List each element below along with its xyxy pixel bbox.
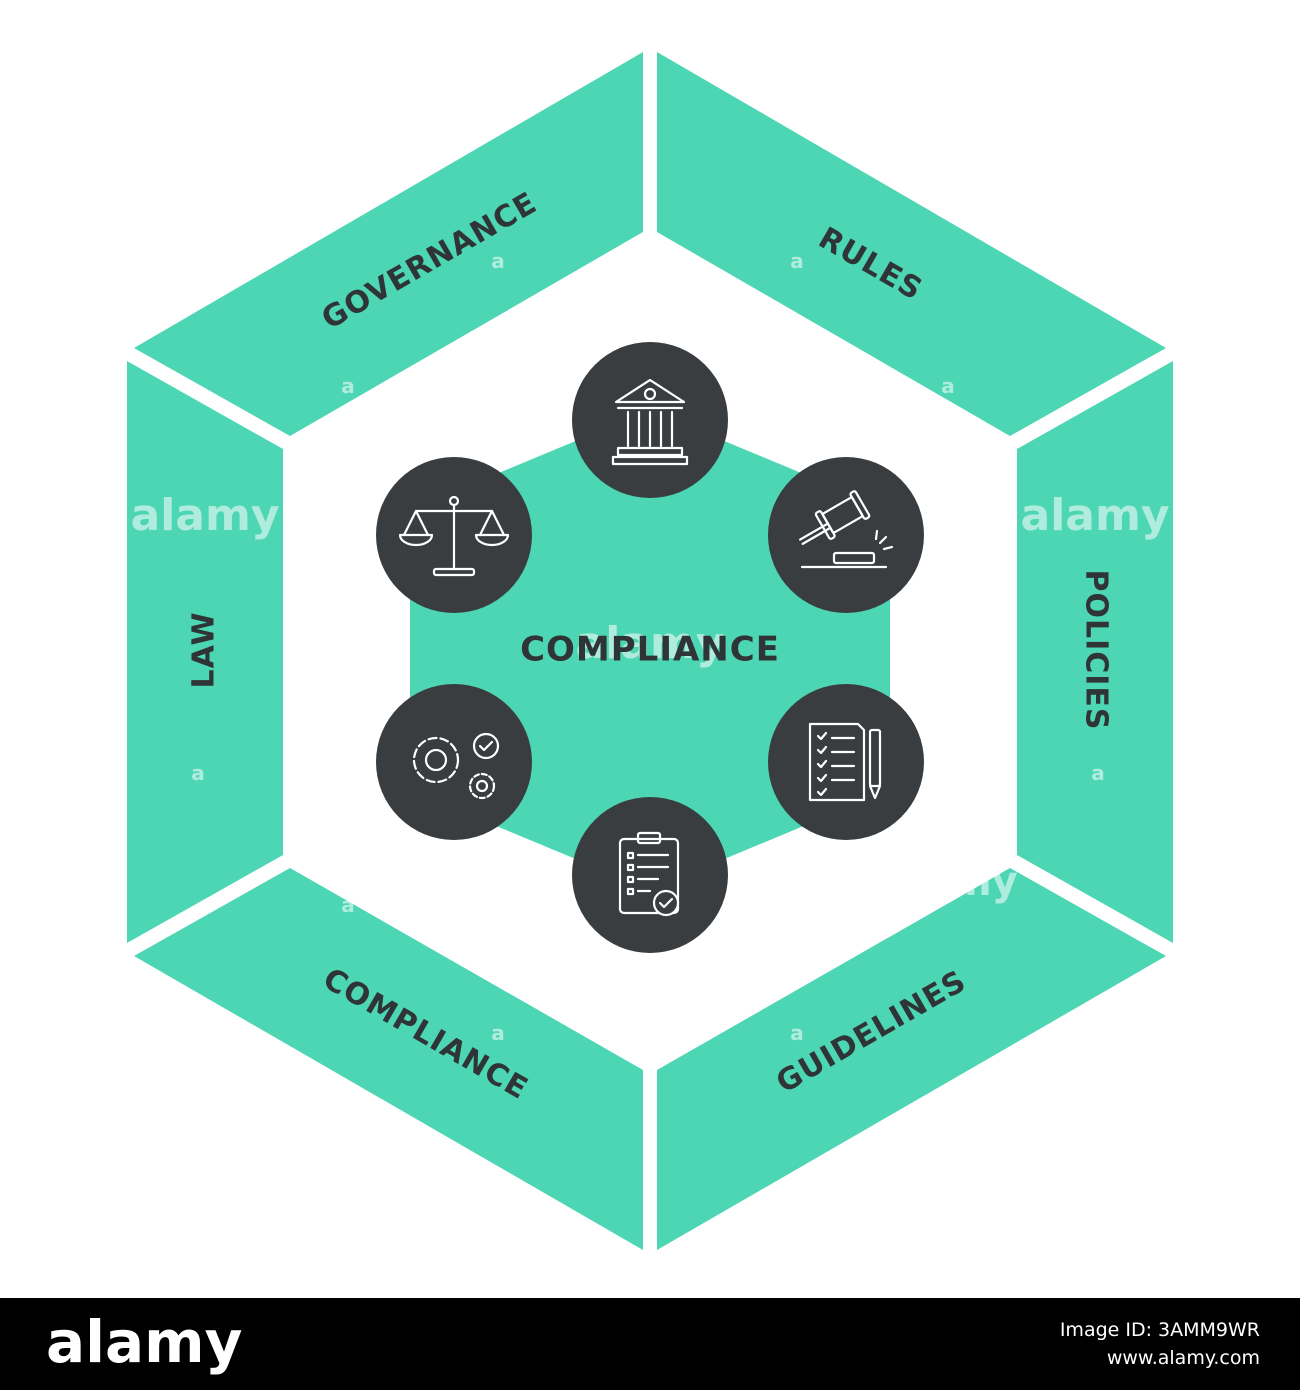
- watermark-mark: a: [341, 374, 355, 398]
- footer-bar: alamy Image ID: 3AMM9WR www.alamy.com: [0, 1298, 1300, 1390]
- segment-label-law: LAW: [187, 611, 222, 688]
- watermark-mark: a: [491, 249, 505, 273]
- watermark-text: alamy: [1021, 490, 1170, 541]
- watermark-mark: a: [790, 1021, 804, 1045]
- watermarks: alamy alamy alamy alamy a a a a a a a a …: [131, 249, 1170, 1045]
- segment-compliance: [134, 868, 643, 1250]
- segment-law: [127, 361, 283, 943]
- watermark-text: alamy: [131, 490, 280, 541]
- watermark-mark: a: [191, 761, 205, 785]
- gavel-icon: [768, 457, 924, 613]
- gears-check-icon: [376, 684, 532, 840]
- segment-policies: [1017, 361, 1173, 943]
- scales-of-justice-icon: [376, 457, 532, 613]
- clipboard-check-icon: [572, 797, 728, 953]
- footer-image-id: Image ID: 3AMM9WR: [1060, 1319, 1260, 1341]
- segment-label-policies: POLICIES: [1079, 569, 1114, 730]
- watermark-text: alamy: [882, 859, 1017, 905]
- segment-guidelines: [657, 868, 1166, 1250]
- center-label: COMPLIANCE: [520, 630, 780, 670]
- segment-governance: [134, 52, 643, 436]
- watermark-text: alamy: [576, 618, 725, 669]
- bank-building-icon: [572, 342, 728, 498]
- segment-rules: [657, 52, 1166, 436]
- outer-hexagon: [127, 52, 1173, 1250]
- watermark-mark: a: [1091, 761, 1105, 785]
- checklist-pencil-icon: [768, 684, 924, 840]
- footer-site: www.alamy.com: [1107, 1347, 1260, 1369]
- footer-logo: alamy: [46, 1308, 242, 1376]
- watermark-mark: a: [941, 374, 955, 398]
- watermark-mark: a: [491, 1021, 505, 1045]
- watermark-mark: a: [341, 893, 355, 917]
- watermark-mark: a: [790, 249, 804, 273]
